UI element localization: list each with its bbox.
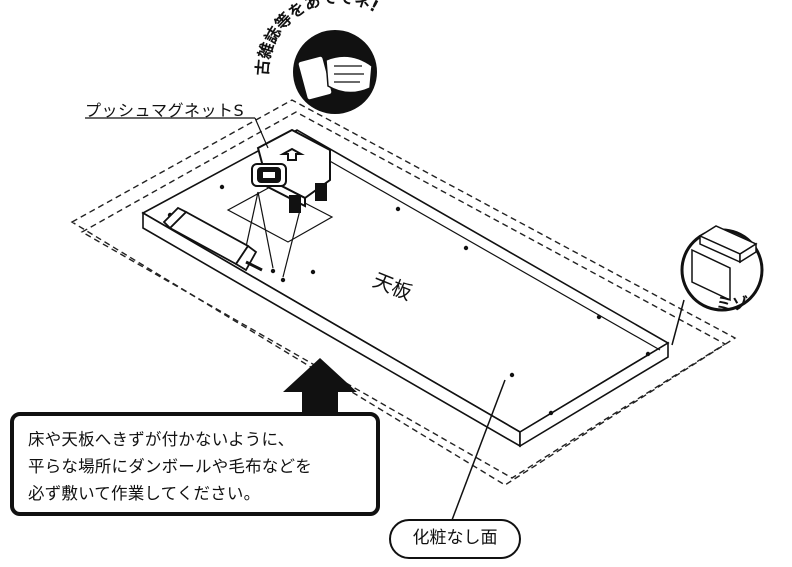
note-line-3: 必ず敷いて作業してください。: [28, 484, 261, 503]
note-line-2: 平らな場所にダンボールや毛布などを: [28, 457, 312, 476]
glue-tube-icon: [162, 206, 263, 272]
push-magnet-part-icon: [251, 128, 331, 213]
hand-holding-hammer-icon: [293, 30, 377, 114]
magnet-label: プッシュマグネットS: [85, 101, 245, 120]
finished-face-pointer: [451, 379, 506, 521]
finished-face-label: 化粧なし面: [389, 519, 521, 559]
caution-note: 床や天板へきずが付かないように、 平らな場所にダンボールや毛布などを 必ず敷いて…: [10, 412, 380, 516]
groove-detail-magnifier-icon: [671, 225, 764, 346]
up-arrow-icon: [283, 358, 357, 418]
groove-label: ミゾ: [716, 294, 749, 313]
magnet-pointer-lines: [85, 117, 301, 278]
note-line-1: 床や天板へきずが付かないように、: [28, 430, 295, 449]
protective-mat-outline: [70, 99, 737, 486]
